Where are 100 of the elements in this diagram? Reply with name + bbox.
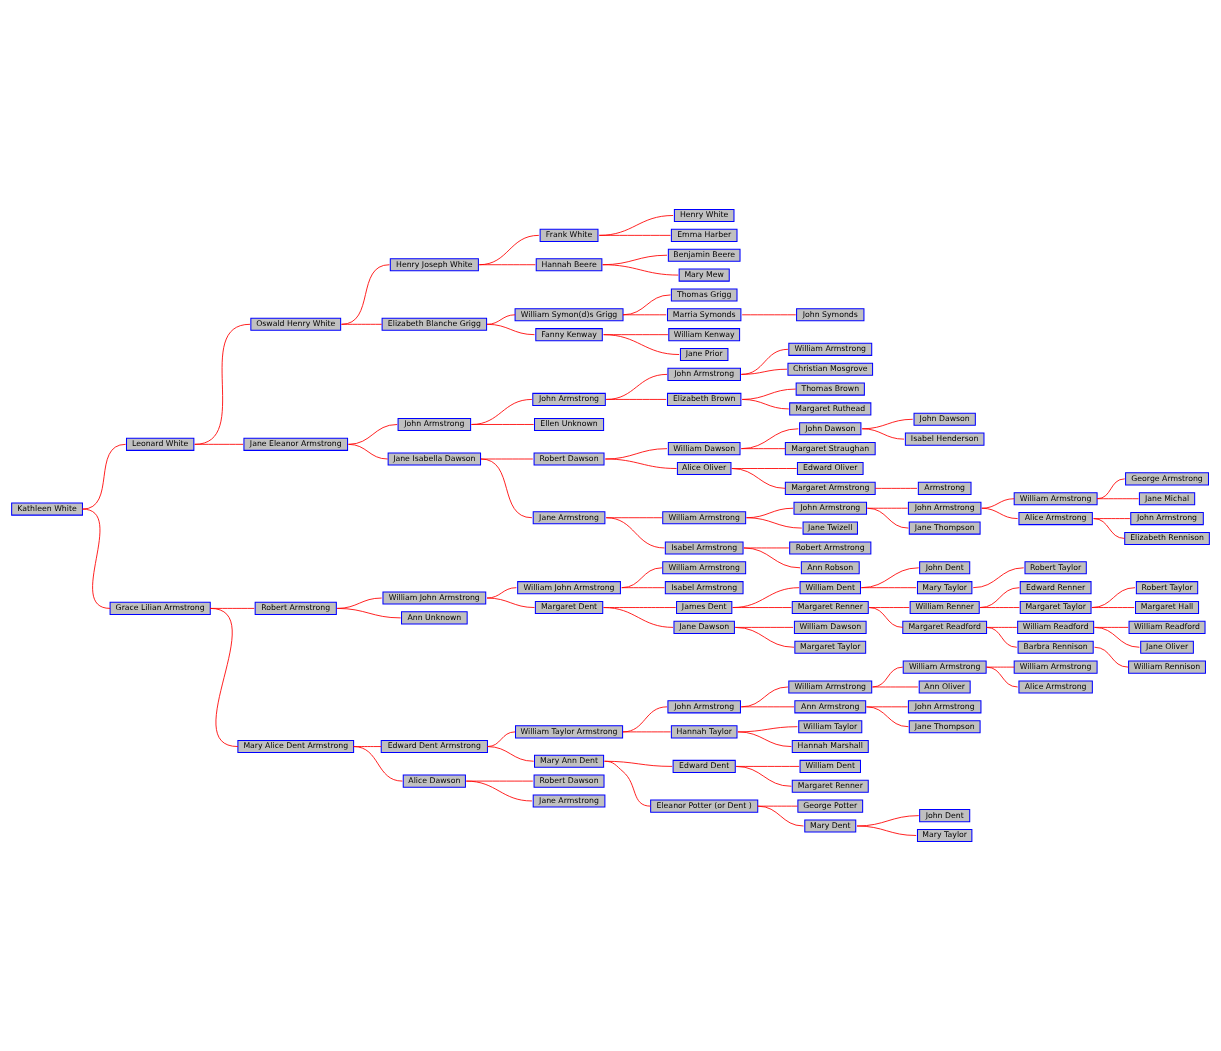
connector xyxy=(486,597,535,608)
connector xyxy=(341,264,390,325)
node-box: Elizabeth Rennison xyxy=(1124,531,1210,545)
node-box: Margaret Straughan xyxy=(784,442,876,456)
connector xyxy=(605,373,668,400)
node-box: Jane Eleanor Armstrong xyxy=(243,437,349,451)
node-box: Christian Mosgrove xyxy=(787,362,874,376)
node-box: Alice Armstrong xyxy=(1018,680,1093,694)
node-box: William Symon(d)s Grigg xyxy=(514,308,624,322)
node-box: Jane Armstrong xyxy=(532,511,606,525)
node-box: Robert Armstrong xyxy=(789,541,872,555)
node-box: John Dawson xyxy=(799,422,862,436)
connector xyxy=(737,731,792,747)
connector xyxy=(872,686,919,688)
node-box: Emma Harber xyxy=(670,228,738,242)
node-box: Jane Michal xyxy=(1138,492,1196,506)
node-box: Jane Thompson xyxy=(908,521,981,535)
node-box: William Dent xyxy=(799,581,861,595)
connector xyxy=(348,443,389,460)
connector xyxy=(622,731,671,733)
node-box: Ann Armstrong xyxy=(794,700,867,714)
connector xyxy=(478,264,536,266)
connector xyxy=(486,314,516,325)
node-box: William Dawson xyxy=(793,620,867,634)
connector xyxy=(979,607,1020,608)
connector xyxy=(746,517,803,529)
node-box: John Armstrong xyxy=(397,417,472,432)
node-box: John Armstrong xyxy=(907,700,982,714)
connector xyxy=(622,314,667,316)
node-box: Armstrong xyxy=(917,481,972,495)
node-box: Ann Unknown xyxy=(401,611,468,625)
node-box: Edward Dent xyxy=(672,759,736,773)
connector xyxy=(471,424,535,425)
connector xyxy=(1091,587,1136,608)
node-box: Edward Renner xyxy=(1019,581,1092,595)
node-box: Hannah Marshall xyxy=(791,740,869,754)
node-box: Elizabeth Brown xyxy=(666,392,742,406)
node-box: William Armstrong xyxy=(1013,660,1098,674)
node-box: George Armstrong xyxy=(1125,472,1209,486)
connector xyxy=(741,399,790,410)
connector xyxy=(341,323,383,325)
connector xyxy=(757,805,804,827)
node-box: Mary Dent xyxy=(804,819,857,833)
connector xyxy=(868,607,904,628)
connector xyxy=(194,323,251,445)
node-box: Margaret Ruthead xyxy=(789,402,872,416)
node-box: Robert Armstrong xyxy=(254,601,337,615)
node-box: Margaret Renner xyxy=(791,779,869,793)
node-box: Frank White xyxy=(539,228,599,242)
node-box: Oswald Henry White xyxy=(250,317,342,331)
node-box: William Armstrong xyxy=(662,511,747,525)
node-box: William Kenway xyxy=(668,328,741,342)
connector xyxy=(1094,626,1140,648)
connector xyxy=(598,215,674,236)
connector xyxy=(986,626,1018,648)
connector xyxy=(605,399,667,400)
node-box: Ann Robson xyxy=(800,561,860,575)
node-box: Fanny Kenway xyxy=(535,328,603,342)
connector xyxy=(861,428,905,440)
node-box: Isabel Armstrong xyxy=(664,581,744,595)
node-box: Benjamin Beere xyxy=(667,248,741,262)
connector xyxy=(1091,607,1135,608)
node-box: William Armstrong xyxy=(902,660,987,674)
connector xyxy=(622,294,671,316)
node-box: Margaret Taylor xyxy=(1019,600,1092,615)
node-box: Isabel Armstrong xyxy=(664,541,744,555)
node-box: John Armstrong xyxy=(667,700,741,714)
node-box: William Readford xyxy=(1128,620,1206,634)
node-box: John Dawson xyxy=(913,412,976,426)
connector xyxy=(487,746,535,762)
node-box: Alice Oliver xyxy=(676,461,732,476)
node-box: Margaret Renner xyxy=(791,600,869,615)
node-box: John Symonds xyxy=(796,308,865,322)
node-box: Marria Symonds xyxy=(666,308,742,322)
node-box: Leonard White xyxy=(126,437,195,451)
node-box: John Dent xyxy=(919,809,971,823)
node-box: William Readford xyxy=(1017,620,1095,634)
connector xyxy=(757,805,798,807)
connector xyxy=(740,428,799,450)
node-box: Elizabeth Blanche Grigg xyxy=(381,317,488,331)
connector xyxy=(471,399,533,425)
connector xyxy=(734,626,795,648)
node-box: Isabel Henderson xyxy=(904,432,985,446)
connector xyxy=(605,517,665,549)
node-box: Jane Twizell xyxy=(802,521,858,535)
connector xyxy=(731,468,786,489)
connector xyxy=(972,567,1025,589)
node-box: George Potter xyxy=(797,799,864,813)
connector xyxy=(874,487,918,489)
node-box: William Armstrong xyxy=(1013,492,1098,506)
connector xyxy=(735,766,792,787)
node-box: Mary Taylor xyxy=(916,581,973,595)
connector xyxy=(732,587,800,608)
node-box: Jane Prior xyxy=(679,347,729,362)
node-box: Margaret Dent xyxy=(534,600,604,615)
connector xyxy=(478,234,540,266)
node-box: William Rennison xyxy=(1128,660,1206,674)
node-box: Mary Mew xyxy=(678,268,730,282)
connector xyxy=(860,567,920,589)
connector xyxy=(82,508,111,609)
